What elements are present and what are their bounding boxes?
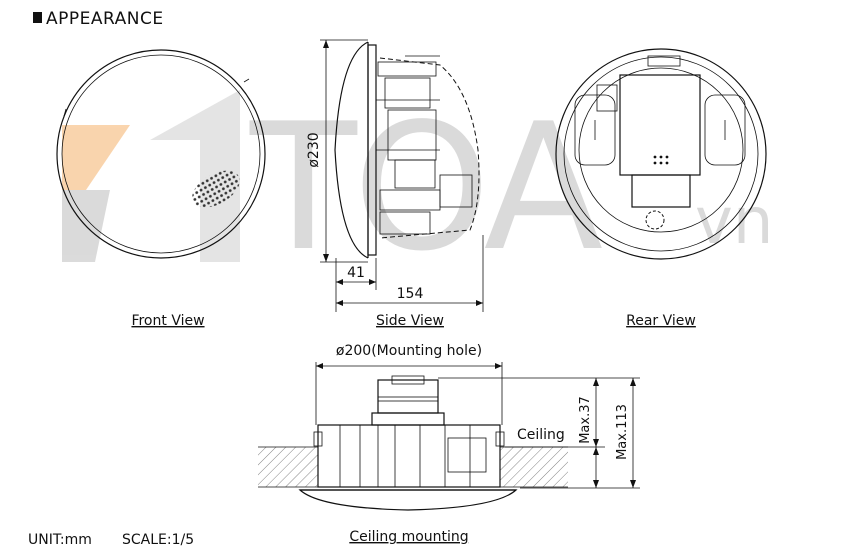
ceiling-mounting-drawing (258, 362, 640, 511)
side-view-drawing (320, 39, 484, 312)
watermark-orange-shape (62, 125, 130, 190)
ceiling-label: Ceiling (517, 427, 565, 443)
ceiling-mounting-label: Ceiling mounting (349, 529, 468, 545)
side-view-label: Side View (376, 313, 444, 329)
watermark-gray-bar (150, 90, 240, 262)
front-view-drawing (56, 49, 266, 259)
heading-text: APPEARANCE (46, 9, 164, 29)
watermark-suffix: vn (695, 185, 773, 259)
rear-view-label: Rear View (626, 313, 696, 329)
watermark-logo: TOA vn (62, 87, 773, 290)
rear-view-drawing (555, 48, 767, 260)
dim-max-above: Max.37 (578, 396, 593, 444)
watermark-text: TOA (249, 87, 603, 290)
ceiling-hatch-left (258, 447, 318, 487)
unit-label: UNIT:mm (28, 532, 92, 548)
dim-diameter: ø230 (306, 132, 322, 167)
ceiling-hatch-right (500, 447, 568, 487)
speaker-grille-pattern (192, 170, 240, 208)
heading-square-icon (33, 12, 42, 23)
dim-mounting-hole: ø200(Mounting hole) (336, 343, 482, 359)
dim-max-total: Max.113 (615, 404, 630, 460)
dim-depth-total: 154 (397, 286, 424, 302)
dim-depth-front: 41 (347, 265, 365, 281)
section-heading: APPEARANCE (33, 9, 164, 29)
scale-label: SCALE:1/5 (122, 532, 194, 548)
front-view-label: Front View (131, 313, 204, 329)
